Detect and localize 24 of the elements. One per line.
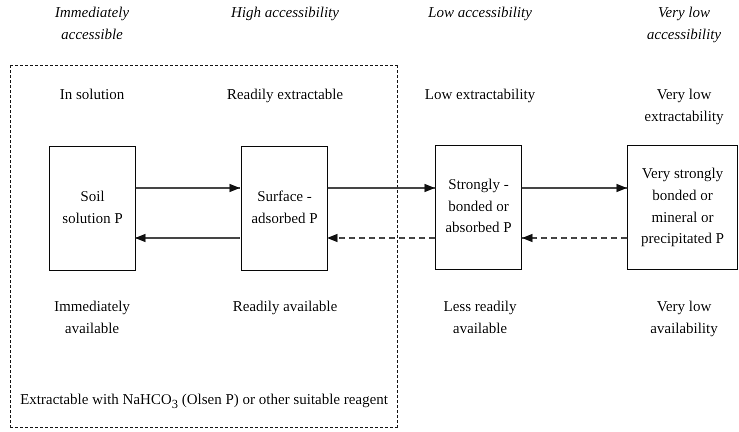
- pool-box: Surface - adsorbed P: [241, 146, 328, 271]
- extractability-label: Readily extractable: [226, 86, 344, 105]
- pool-box: Strongly - bonded or absorbed P: [435, 145, 522, 270]
- availability-label: Less readily available: [442, 298, 518, 339]
- column-heading: Immediately accessible: [54, 4, 130, 45]
- availability-label: Readily available: [232, 298, 338, 317]
- pool-box: Very strongly bonded or mineral or precipitated P: [627, 145, 738, 270]
- arrow: [327, 184, 435, 192]
- dashed-arrow: [327, 234, 435, 242]
- arrow: [135, 184, 240, 192]
- group-caption: Extractable with NaHCO$_{3}$ (Olsen P) or other suitable reagent: [19, 390, 389, 413]
- pool-box: Soil solution P: [49, 146, 136, 271]
- column-heading: Very low accessibility: [646, 4, 722, 45]
- dashed-arrow: [522, 234, 627, 242]
- availability-label: Immediately available: [53, 298, 131, 339]
- dashed-group-box: [10, 65, 398, 428]
- extractability-label: In solution: [58, 86, 126, 105]
- arrow: [135, 234, 240, 242]
- column-heading: High accessibility: [230, 4, 340, 23]
- availability-label: Very low availability: [649, 298, 719, 339]
- extractability-label: Low extractability: [424, 86, 536, 105]
- column-heading: Low accessibility: [427, 4, 533, 23]
- extractability-label: Very low extractability: [643, 86, 725, 127]
- arrow: [522, 184, 627, 192]
